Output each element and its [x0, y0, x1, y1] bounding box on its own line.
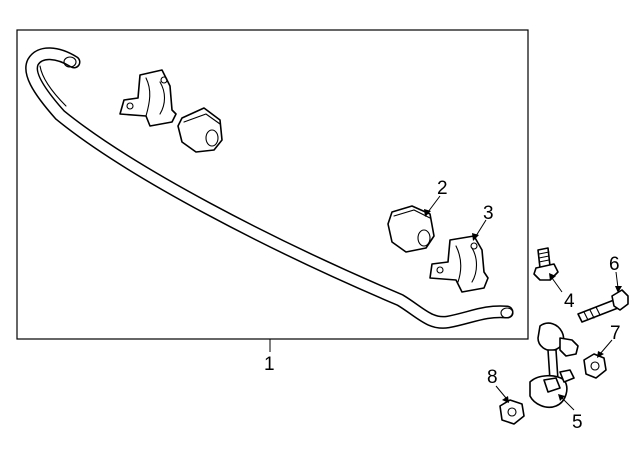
callout-3: 3	[483, 203, 494, 224]
callout-4: 4	[564, 291, 575, 312]
stabilizer-bar-icon[interactable]	[25, 47, 514, 329]
nut-icon[interactable]	[499, 399, 525, 425]
bolt-icon[interactable]	[577, 289, 629, 323]
nut-icon[interactable]	[583, 353, 607, 379]
callout-7: 7	[610, 323, 621, 344]
callout-leaders	[269, 195, 622, 411]
bolt-icon[interactable]	[533, 247, 559, 281]
callout-5: 5	[572, 412, 583, 433]
callout-1: 1	[264, 354, 275, 375]
bushing-icon[interactable]	[387, 205, 435, 253]
assembly-frame	[16, 29, 529, 340]
callout-8: 8	[487, 367, 498, 388]
bushing-bracket-icon[interactable]	[119, 69, 177, 127]
callout-6: 6	[609, 254, 620, 275]
bushing-bracket-icon[interactable]	[429, 235, 489, 293]
callout-2: 2	[437, 178, 448, 199]
stabilizer-link-icon[interactable]	[529, 322, 579, 409]
bushing-icon[interactable]	[177, 107, 223, 153]
